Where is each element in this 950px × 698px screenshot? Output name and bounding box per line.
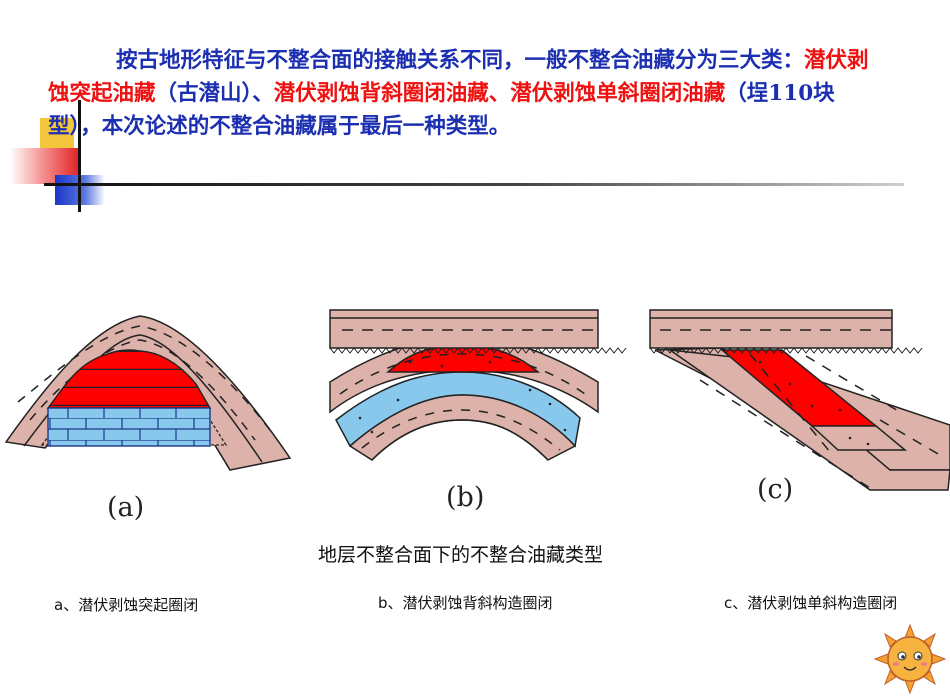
panel-label-b: (b): [446, 482, 485, 513]
caption-c: c、潜伏剥蚀单斜构造圈闭: [724, 594, 898, 612]
panel-a-uplift: [4, 315, 292, 471]
intro-text-1: 按古地形特征与不整合面的接触关系不同，一般不整合油藏分为三大类：: [116, 48, 805, 73]
panel-b-anticline: [329, 309, 627, 461]
intro-paragraph: 按古地形特征与不整合面的接触关系不同，一般不整合油藏分为三大类：潜伏剥蚀突起油藏…: [48, 44, 878, 143]
intro-highlight-1: 潜伏剥蚀突起油藏: [48, 48, 869, 106]
panel-label-a: (a): [107, 492, 145, 523]
intro-highlight-2: 潜伏剥蚀背斜圈闭油藏、潜伏剥蚀单斜圈闭油藏: [273, 81, 726, 106]
unconformity-trap-diagram: [4, 309, 950, 491]
intro-text-2: （古潜山）、: [155, 81, 274, 106]
caption-b: b、潜伏剥蚀背斜构造圈闭: [378, 594, 553, 612]
intro-text-3: （埕110块型），本次论述的不整合油藏属于最后一种类型。: [48, 81, 835, 139]
figure-title: 地层不整合面下的不整合油藏类型: [318, 544, 604, 566]
panel-c-monocline: [649, 309, 950, 491]
panel-label-c: (c): [757, 474, 794, 505]
caption-a: a、潜伏剥蚀突起圈闭: [54, 596, 199, 614]
decor-vertical-line: [78, 100, 81, 212]
decor-horizontal-rule: [44, 183, 904, 186]
sun-mascot-icon: [874, 624, 946, 694]
